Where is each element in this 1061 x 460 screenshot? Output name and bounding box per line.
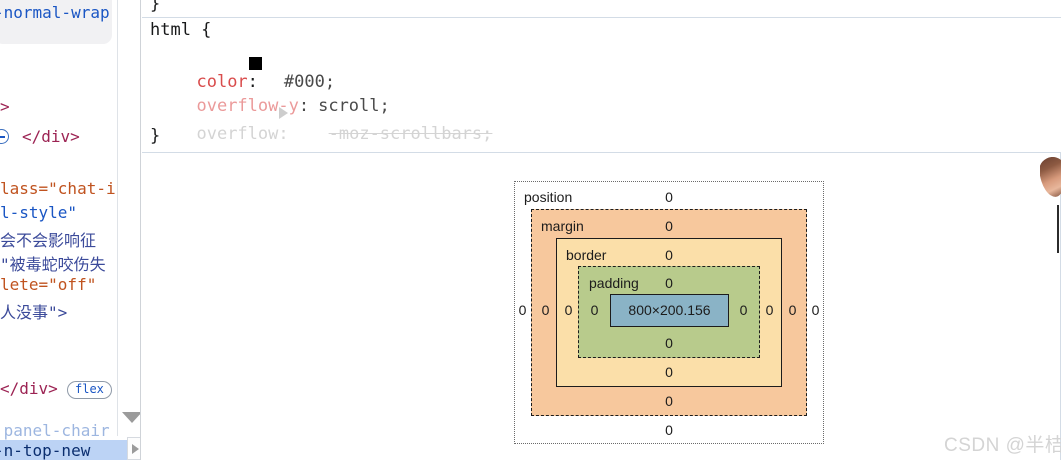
box-model-position-bottom[interactable]: 0 <box>665 422 673 438</box>
dom-selected-row[interactable]: -n-top-new <box>0 440 127 460</box>
dom-line-text-1[interactable]: 会不会影响征 <box>0 231 97 250</box>
dom-line-tag-close-bracket[interactable]: > <box>0 97 10 116</box>
hand-cursor-icon <box>1040 157 1061 197</box>
autocomplete-suggestion-text: -normal-wrap <box>0 3 110 22</box>
dom-line-autocomplete-attr[interactable]: lete="off" <box>0 275 97 294</box>
flex-badge[interactable]: flex <box>67 381 112 399</box>
css-colon-2: : <box>278 124 289 144</box>
dom-line-class-attr[interactable]: lass="chat-i <box>0 179 116 198</box>
rules-bottom-divider <box>142 152 1061 153</box>
box-model-label-margin: margin <box>541 218 584 234</box>
css-rule-close-brace: } <box>150 126 161 146</box>
box-model-label-padding: padding <box>589 275 639 291</box>
box-model-padding-right[interactable]: 0 <box>739 302 748 318</box>
css-colon-0: : <box>247 72 258 92</box>
dom-line-class-value[interactable]: l-style" <box>0 203 78 222</box>
dom-line-ghost[interactable]: 'panel-chair <box>0 421 110 440</box>
box-model-position-right[interactable]: 0 <box>811 302 820 318</box>
css-property-overflow-y[interactable]: overflow-y <box>196 96 299 116</box>
box-model-position-left[interactable]: 0 <box>518 302 527 318</box>
box-model-border-left[interactable]: 0 <box>564 302 573 318</box>
css-previous-rule-close-brace: } <box>150 0 161 14</box>
box-model-label-position: position <box>524 189 573 205</box>
scroll-down-arrow-icon[interactable] <box>122 412 140 423</box>
box-model-border-right[interactable]: 0 <box>765 302 774 318</box>
box-model-padding-top[interactable]: 0 <box>665 275 673 291</box>
box-model-padding-left[interactable]: 0 <box>590 302 599 318</box>
box-model-margin-left[interactable]: 0 <box>541 302 550 318</box>
box-model-margin-top[interactable]: 0 <box>665 218 673 234</box>
box-model-margin-bottom[interactable]: 0 <box>665 393 673 409</box>
box-model-diagram[interactable]: position margin border padding 0 0 0 0 8… <box>514 181 824 444</box>
box-model-content-size[interactable]: 800×200.156 <box>628 302 711 318</box>
dom-panel-gutter <box>117 0 140 436</box>
autocomplete-popup[interactable]: -normal-wrap <box>0 0 112 44</box>
css-declaration-color[interactable]: color: #000; <box>176 52 335 92</box>
dom-selected-row-label: -n-top-new <box>0 441 91 460</box>
dom-inspector-panel[interactable]: -normal-wrap > </div> lass="chat-i l-sty… <box>0 0 141 460</box>
box-model-label-border: border <box>566 247 607 263</box>
dom-line-div-close-1[interactable]: </div> <box>22 127 80 146</box>
box-model-border-bottom[interactable]: 0 <box>665 364 673 380</box>
css-declaration-overflow-y[interactable]: overflow-y: scroll; <box>176 76 390 116</box>
expand-triangle-icon[interactable] <box>279 107 288 119</box>
css-property-overflow[interactable]: overflow <box>196 124 279 144</box>
text-caret <box>1057 205 1059 253</box>
watermark: CSDN @半桔 <box>944 435 1061 456</box>
css-property-color[interactable]: color <box>196 72 248 92</box>
css-colon-1: : <box>298 96 310 116</box>
box-model-margin-right[interactable]: 0 <box>788 302 797 318</box>
css-value-overflow[interactable]: -moz-scrollbars; <box>328 124 493 144</box>
css-rules-panel[interactable] <box>142 0 1061 152</box>
css-value-color[interactable]: #000; <box>283 72 336 92</box>
dom-line-text-3[interactable]: 人没事"> <box>0 303 68 322</box>
css-declaration-overflow[interactable]: overflow: -moz-scrollbars; <box>176 104 492 144</box>
dom-line-text-2[interactable]: "被毒蛇咬伤失 <box>0 255 106 274</box>
box-model-position-top[interactable]: 0 <box>665 189 673 205</box>
expand-circle-icon[interactable] <box>0 129 9 144</box>
box-model-padding-bottom[interactable]: 0 <box>665 335 673 351</box>
box-model-content-layer[interactable] <box>610 294 729 327</box>
dom-line-div-close-2[interactable]: </div> <box>0 379 58 398</box>
rules-top-divider <box>142 17 1061 18</box>
gutter-expand-arrow-icon[interactable] <box>132 444 139 454</box>
color-swatch-icon[interactable] <box>249 57 262 70</box>
box-model-border-top[interactable]: 0 <box>665 247 673 263</box>
css-selector-html[interactable]: html { <box>150 20 212 40</box>
css-value-overflow-y[interactable]: scroll; <box>318 96 390 116</box>
